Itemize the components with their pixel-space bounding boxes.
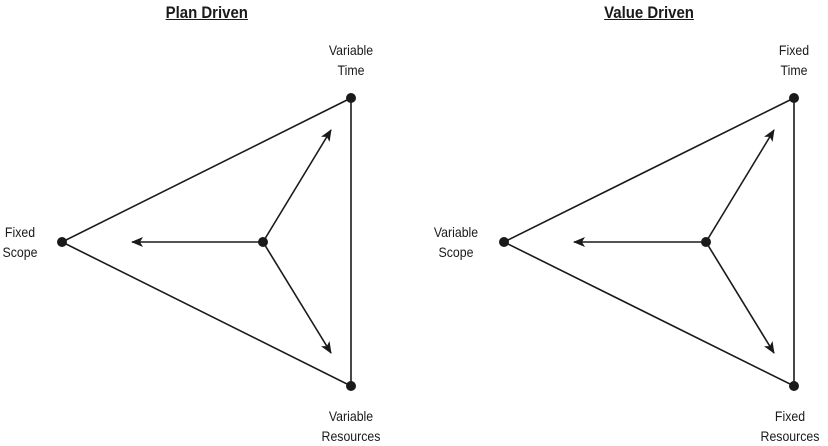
value-scope-label-line1: Variable: [433, 224, 479, 240]
center-dot: [701, 237, 711, 247]
vertex-time-dot: [789, 93, 799, 103]
plan-time-label-line1: Variable: [328, 42, 374, 58]
center-dot: [258, 237, 268, 247]
vertex-resources-dot: [346, 381, 356, 391]
value-driven-diagram: [499, 93, 799, 391]
arrow-to-resources: [705, 241, 775, 354]
vertex-scope-dot: [499, 237, 509, 247]
value-resources-label-line1: Fixed: [774, 408, 806, 424]
arrow-to-time: [705, 129, 775, 243]
value-resources-label-line2: Resources: [760, 428, 820, 444]
value-driven-triangle: [502, 96, 795, 388]
plan-resources-label-line2: Resources: [321, 428, 381, 444]
plan-time-label: Variable Time: [311, 40, 390, 80]
value-time-label: Fixed Time: [759, 40, 828, 80]
value-scope-label: Variable Scope: [424, 222, 487, 262]
value-time-label-line1: Fixed: [778, 42, 810, 58]
plan-resources-label: Variable Resources: [311, 406, 390, 446]
plan-scope-label-line1: Fixed: [4, 224, 36, 240]
value-resources-label: Fixed Resources: [757, 406, 824, 446]
vertex-resources-dot: [789, 381, 799, 391]
plan-driven-diagram: [57, 93, 356, 391]
plan-scope-label: Fixed Scope: [2, 222, 38, 262]
plan-driven-triangle: [60, 96, 352, 388]
value-driven-title: Value Driven: [604, 3, 694, 22]
plan-driven-title: Plan Driven: [165, 3, 248, 22]
plan-scope-label-line2: Scope: [2, 244, 38, 260]
arrow-to-time: [262, 129, 332, 243]
plan-time-label-line2: Time: [337, 62, 365, 78]
vertex-scope-dot: [57, 237, 67, 247]
value-scope-label-line2: Scope: [438, 244, 474, 260]
plan-resources-label-line1: Variable: [328, 408, 374, 424]
vertex-time-dot: [346, 93, 356, 103]
value-time-label-line2: Time: [780, 62, 808, 78]
arrow-to-resources: [262, 241, 332, 354]
